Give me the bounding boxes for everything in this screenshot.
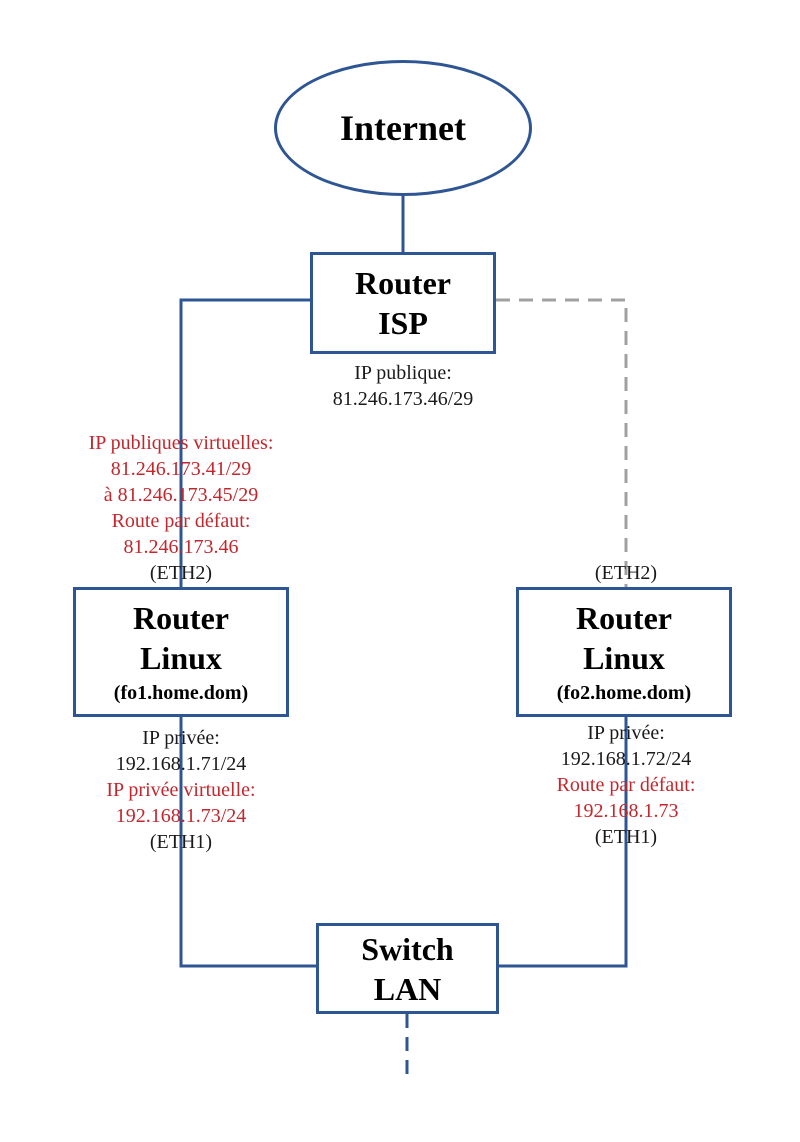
switch-line2: LAN xyxy=(373,970,442,1007)
switch-line1: Switch xyxy=(361,930,454,967)
router-fo1-node: Router Linux (fo1.home.dom) xyxy=(73,587,289,717)
fo1-lan-info: IP privée: 192.168.1.71/24 IP privée vir… xyxy=(41,725,321,855)
switch-lan-node: Switch LAN xyxy=(316,923,499,1014)
fo1-private-ip: 192.168.1.71/24 xyxy=(115,753,247,775)
router-fo1-line1: Router xyxy=(133,600,229,636)
fo1-virtual-private-ip: 192.168.1.73/24 xyxy=(115,805,247,827)
fo1-wan-iface: (ETH2) xyxy=(149,562,213,584)
router-fo1-line2: Linux xyxy=(140,640,222,676)
router-isp-line2: ISP xyxy=(378,305,428,341)
fo2-private-ip: 192.168.1.72/24 xyxy=(560,748,692,770)
fo1-lan-iface: (ETH1) xyxy=(149,831,213,853)
fo2-wan-iface: (ETH2) xyxy=(594,562,658,584)
link-fo1-switch xyxy=(179,717,316,968)
router-isp-public-ip-label: IP publique: xyxy=(354,362,452,384)
fo1-virtual-private-ip-label: IP privée virtuelle: xyxy=(106,779,256,801)
fo1-virtual-public-ip-start: 81.246.173.41/29 xyxy=(110,458,252,480)
fo2-lan-info: IP privée: 192.168.1.72/24 Route par déf… xyxy=(486,720,766,850)
internet-label: Internet xyxy=(340,108,466,148)
fo1-wan-info: IP publiques virtuelles: 81.246.173.41/2… xyxy=(41,430,321,586)
router-fo2-line2: Linux xyxy=(583,640,665,676)
router-isp-public-ip: 81.246.173.46/29 xyxy=(332,388,474,410)
router-fo2-line1: Router xyxy=(576,600,672,636)
router-isp-line1: Router xyxy=(355,265,451,301)
router-isp-ip-block: IP publique: 81.246.173.46/29 xyxy=(303,360,503,412)
link-fo2-switch xyxy=(499,717,628,968)
fo1-default-route: 81.246.173.46 xyxy=(123,536,239,558)
fo1-virtual-public-ips-label: IP publiques virtuelles: xyxy=(88,432,274,454)
fo2-lan-iface: (ETH1) xyxy=(594,826,658,848)
link-isp-fo1 xyxy=(179,298,310,587)
router-fo2-hostname: (fo2.home.dom) xyxy=(556,682,692,704)
internet-node: Internet xyxy=(274,60,532,196)
fo1-default-route-label: Route par défaut: xyxy=(111,510,251,532)
fo2-default-route: 192.168.1.73 xyxy=(573,800,679,822)
link-isp-fo2-backup xyxy=(496,298,628,587)
router-fo2-node: Router Linux (fo2.home.dom) xyxy=(516,587,732,717)
fo2-private-ip-label: IP privée: xyxy=(587,722,665,744)
fo1-virtual-public-ip-end: à 81.246.173.45/29 xyxy=(103,484,259,506)
router-fo1-hostname: (fo1.home.dom) xyxy=(113,682,249,704)
fo2-default-route-label: Route par défaut: xyxy=(556,774,696,796)
router-isp-node: Router ISP xyxy=(310,252,496,354)
fo1-private-ip-label: IP privée: xyxy=(142,727,220,749)
